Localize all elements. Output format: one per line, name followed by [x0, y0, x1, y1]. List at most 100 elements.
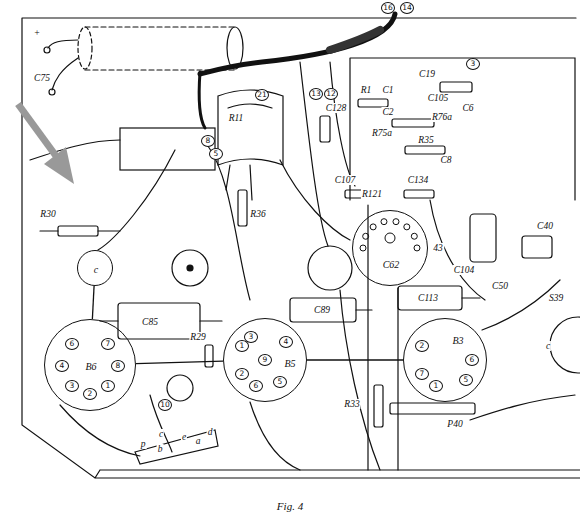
callout-number: 1 [429, 380, 443, 392]
part-label: C75 [33, 73, 51, 83]
part-label: p [140, 439, 147, 449]
cable-bundle [200, 14, 395, 74]
grommet [167, 375, 193, 401]
callout-number: 8 [111, 360, 125, 372]
part-label: C105 [427, 93, 450, 103]
callout-number: 8 [201, 135, 215, 147]
callout-number: 12 [324, 88, 338, 100]
resistor-symbol [404, 190, 434, 198]
callout-number: 5 [273, 376, 287, 388]
callout-number: 6 [249, 380, 263, 392]
capacitor-symbol [440, 82, 472, 92]
resistor-symbol [405, 146, 445, 154]
pot-lead [226, 104, 272, 200]
tube-socket [550, 317, 580, 373]
callout-number: 7 [101, 338, 115, 350]
part-label: C89 [313, 305, 331, 315]
callout-number: 9 [258, 354, 272, 366]
callout-number: 13 [309, 88, 323, 100]
socket-hole [360, 245, 366, 251]
wire [250, 402, 300, 470]
potentiometer [218, 90, 283, 165]
wire [60, 405, 140, 456]
callout-number: 5 [209, 148, 223, 160]
part-label: C6 [461, 103, 474, 113]
part-label: R35 [417, 135, 434, 145]
part-label: 43 [432, 243, 444, 253]
resistor-lead [40, 230, 120, 231]
capacitor-body [85, 27, 235, 70]
part-label: R11 [228, 113, 245, 123]
part-label: R33 [343, 399, 360, 409]
part-label: R76a [431, 112, 453, 122]
callout-number: 4 [55, 360, 69, 372]
part-label: C107 [334, 175, 357, 185]
part-label: R36 [249, 209, 266, 219]
socket-hole [393, 219, 399, 225]
part-label: d [207, 427, 214, 437]
capacitor-symbol [522, 236, 552, 258]
wire [340, 290, 380, 470]
callout-number: 5 [459, 374, 473, 386]
socket-label: B6 [84, 361, 97, 372]
socket-label: B5 [283, 358, 296, 369]
capacitor-symbol [470, 214, 496, 262]
wire-connector [136, 361, 223, 363]
callout-number: 3 [65, 380, 79, 392]
callout-number: 16 [381, 2, 395, 14]
potentiometer-symbol [390, 403, 475, 414]
socket-label: C62 [382, 259, 401, 270]
wire [98, 150, 175, 250]
part-label: C50 [491, 281, 509, 291]
wire [482, 280, 560, 330]
grommet [187, 265, 193, 271]
wire [470, 395, 575, 420]
pointer-arrow [18, 104, 56, 156]
callout-number: 7 [415, 368, 429, 380]
part-label: C19 [418, 69, 436, 79]
part-label: S39 [548, 293, 564, 303]
wire-connector [92, 286, 94, 319]
tube-socket: c [77, 250, 113, 286]
panel-frame [350, 58, 575, 200]
part-label: C2 [381, 107, 394, 117]
part-label: R75a [371, 128, 393, 138]
part-label: c [545, 341, 551, 351]
socket-hole [363, 233, 369, 239]
part-label: e [181, 432, 187, 442]
capacitor-symbol [290, 298, 356, 322]
part-label: C8 [439, 155, 452, 165]
part-label: b [157, 444, 164, 454]
wire [208, 146, 250, 300]
grommet [172, 250, 208, 286]
capacitor-lead [48, 40, 78, 90]
part-label: C104 [453, 265, 476, 275]
part-label: C128 [325, 103, 348, 113]
part-label: C85 [141, 317, 159, 327]
callout-number: 6 [65, 338, 79, 350]
callout-number: 1 [101, 380, 115, 392]
resistor-symbol [374, 385, 383, 427]
socket-hole [404, 224, 410, 230]
socket-label: c [93, 264, 99, 275]
callout-number: 21 [255, 89, 269, 101]
callout-number: 4 [279, 336, 293, 348]
socket-hole [370, 224, 376, 230]
wire-coil [199, 72, 205, 128]
socket-hole [381, 219, 387, 225]
part-label: C40 [536, 221, 554, 231]
capacitor-symbol [118, 303, 200, 339]
wire [300, 62, 328, 246]
callout-number: 2 [83, 388, 97, 400]
part-label: R30 [39, 209, 56, 219]
wire [368, 205, 398, 470]
chassis-outline [22, 18, 580, 478]
terminal-strip [135, 430, 218, 464]
figure-caption: Fig. 4 [277, 500, 303, 512]
part-label: R1 [360, 85, 373, 95]
wire [330, 62, 355, 186]
wire [430, 200, 485, 300]
part-label: C1 [381, 85, 394, 95]
